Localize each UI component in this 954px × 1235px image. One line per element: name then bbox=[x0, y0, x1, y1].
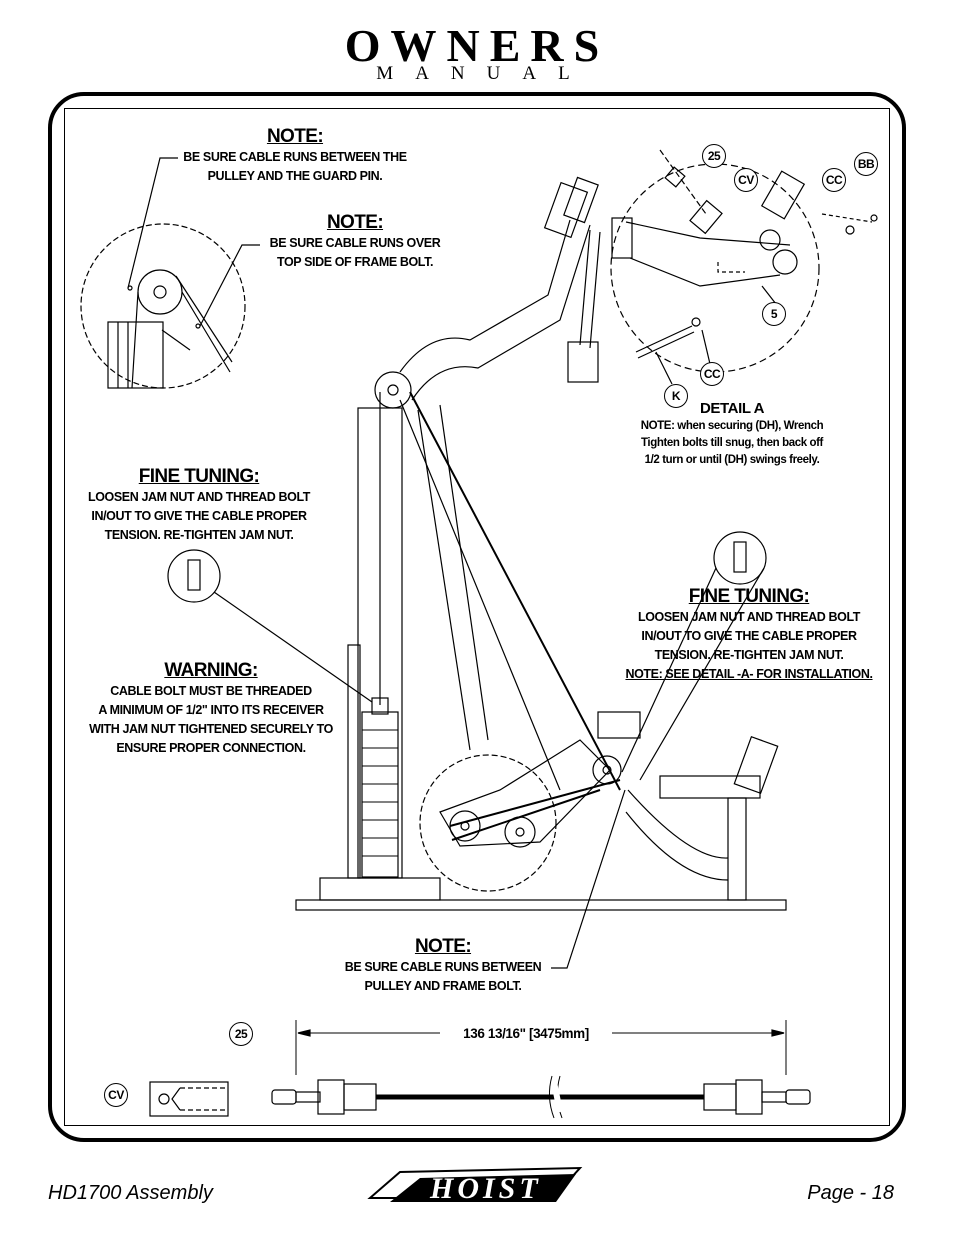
callout-cv-part: CV bbox=[104, 1083, 128, 1107]
cv-receiver bbox=[149, 1081, 229, 1117]
seat-pad bbox=[659, 775, 761, 799]
callout-5: 5 bbox=[762, 302, 786, 326]
header-title: OWNERS bbox=[344, 20, 610, 71]
top-pulley bbox=[374, 371, 412, 409]
footer-doc-title: HD1700 Assembly bbox=[48, 1182, 213, 1204]
callout-k: K bbox=[664, 384, 688, 408]
cable-end-right bbox=[785, 1089, 811, 1105]
note-fine-tuning-right: FINE TUNING: LOOSEN JAM NUT AND THREAD B… bbox=[625, 586, 873, 681]
lower-pulley-detail bbox=[419, 754, 557, 892]
detail-pulley bbox=[137, 269, 183, 315]
base-frame bbox=[295, 899, 787, 911]
note-guard-pin: NOTE: BE SURE CABLE RUNS BETWEEN THE PUL… bbox=[183, 126, 407, 183]
footer-page-number: Page - 18 bbox=[807, 1182, 894, 1204]
fine-tuning-detail-left bbox=[167, 549, 221, 603]
note-frame-bolt-top: NOTE: BE SURE CABLE RUNS OVER TOP SIDE O… bbox=[269, 212, 441, 269]
note-detail-a: DETAIL A NOTE: when securing (DH), Wrenc… bbox=[640, 400, 824, 466]
cable-main bbox=[409, 391, 621, 791]
inner-frame bbox=[64, 108, 890, 1126]
outer-frame bbox=[48, 92, 906, 1142]
note-fine-tuning-left: FINE TUNING: LOOSEN JAM NUT AND THREAD B… bbox=[87, 466, 311, 542]
note-warning: WARNING: CABLE BOLT MUST BE THREADED A M… bbox=[89, 660, 333, 755]
callout-bb: BB bbox=[854, 152, 878, 176]
note-pulley-frame-bolt: NOTE: BE SURE CABLE RUNS BETWEEN PULLEY … bbox=[344, 936, 542, 993]
detail-a-circle bbox=[610, 163, 820, 373]
cable-dimension-label: 136 13/16" [3475mm] bbox=[463, 1026, 589, 1041]
cable-end-left bbox=[271, 1089, 297, 1105]
callout-cc-top: CC bbox=[822, 168, 846, 192]
callout-cv-detail: CV bbox=[734, 168, 758, 192]
callout-25-detail: 25 bbox=[702, 144, 726, 168]
weight-stack bbox=[361, 711, 399, 878]
logo-text: HOIST bbox=[429, 1172, 542, 1205]
fine-tuning-detail-right bbox=[713, 531, 767, 585]
callout-25-cable: 25 bbox=[229, 1022, 253, 1046]
header-subtitle: MANUAL bbox=[376, 63, 592, 84]
hoist-logo: HOIST bbox=[367, 1166, 583, 1205]
callout-cc-bottom: CC bbox=[700, 362, 724, 386]
